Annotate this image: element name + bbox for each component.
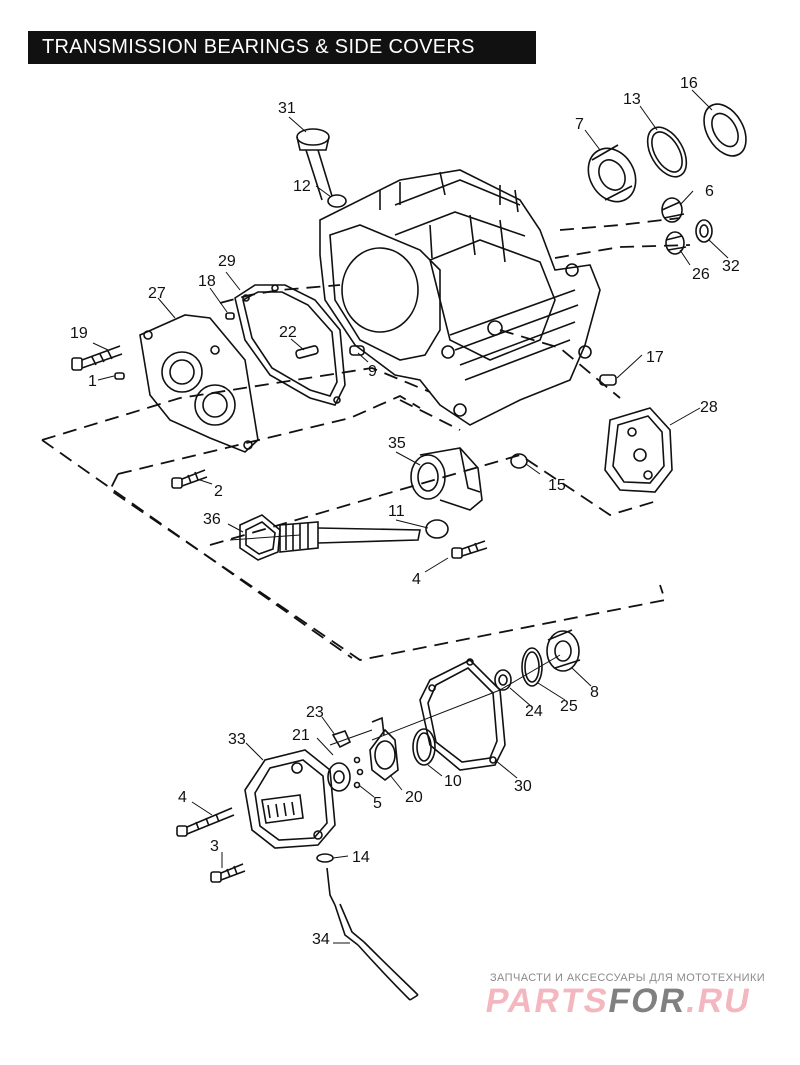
dowel-pin-9 <box>349 345 365 356</box>
watermark-logo-part3: .RU <box>683 982 755 1020</box>
bolt-4-upper <box>451 540 488 559</box>
retaining-ring-13 <box>646 126 688 178</box>
label-15: 15 <box>548 477 566 494</box>
fitting-23 <box>331 730 352 749</box>
label-10: 10 <box>444 773 462 790</box>
alignment-lines <box>229 534 561 746</box>
label-6: 6 <box>705 183 714 200</box>
label-26: 26 <box>692 266 710 283</box>
label-3: 3 <box>210 838 219 855</box>
watermark-tagline: ЗАПЧАСТИ И АКСЕССУАРЫ ДЛЯ МОТОТЕХНИКИ <box>490 972 766 984</box>
label-20: 20 <box>405 789 423 806</box>
label-14: 14 <box>352 849 370 866</box>
label-29: 29 <box>218 253 236 270</box>
watermark-logo-part2: FOR <box>605 982 690 1020</box>
label-2: 2 <box>214 483 223 500</box>
title-bar: TRANSMISSION BEARINGS & SIDE COVERS <box>28 31 536 64</box>
label-36: 36 <box>203 511 221 528</box>
label-34: 34 <box>312 931 330 948</box>
bearing-24 <box>494 669 512 691</box>
label-35: 35 <box>388 435 406 452</box>
retaining-ring-25 <box>521 647 543 687</box>
label-28: 28 <box>700 399 718 416</box>
label-31: 31 <box>278 100 296 117</box>
label-32: 32 <box>722 258 740 275</box>
bolt-19 <box>71 345 123 371</box>
page-title: TRANSMISSION BEARINGS & SIDE COVERS <box>42 36 475 58</box>
housing-35 <box>410 447 483 511</box>
left-gasket <box>234 284 346 406</box>
side-cover-33 <box>244 749 336 849</box>
retaining-ring-10 <box>412 728 436 766</box>
dowel-18 <box>225 312 235 320</box>
clutch-cable-34 <box>326 867 419 1001</box>
label-7: 7 <box>575 116 584 133</box>
label-25: 25 <box>560 698 578 715</box>
dowel-pin-22 <box>295 345 319 359</box>
bearing-26 <box>665 231 687 255</box>
bearing-7 <box>587 144 637 203</box>
o-ring-12 <box>327 194 347 208</box>
label-30: 30 <box>514 778 532 795</box>
label-13: 13 <box>623 91 641 108</box>
ramp-20 <box>369 716 399 782</box>
label-18: 18 <box>198 273 216 290</box>
gasket-30 <box>419 658 506 771</box>
gasket-28 <box>604 407 673 493</box>
seal-16 <box>703 103 747 157</box>
dowel-1 <box>114 372 125 380</box>
watermark-logo: PARTSFOR.RU <box>483 982 755 1021</box>
label-16: 16 <box>680 75 698 92</box>
leader-lines <box>92 89 729 944</box>
o-ring-14 <box>316 853 334 863</box>
part-labels: 31 12 13 16 7 6 26 32 29 18 27 19 1 22 9… <box>70 75 740 948</box>
bolt-3 <box>210 863 246 883</box>
bearing-6 <box>661 197 685 223</box>
vent-fitting-31 <box>296 128 333 201</box>
label-19: 19 <box>70 325 88 342</box>
label-5: 5 <box>373 795 382 812</box>
label-4-lower: 4 <box>178 789 187 806</box>
bolt-2 <box>171 469 208 489</box>
label-23: 23 <box>306 704 324 721</box>
label-17: 17 <box>646 349 664 366</box>
o-ring-15 <box>510 453 528 469</box>
label-4-upper: 4 <box>412 571 421 588</box>
label-21: 21 <box>292 727 310 744</box>
transmission-case <box>319 169 601 426</box>
label-1: 1 <box>88 373 97 390</box>
washer-21 <box>327 762 351 792</box>
balls-5 <box>353 756 364 789</box>
bearing-8 <box>546 629 581 672</box>
label-8: 8 <box>590 684 599 701</box>
left-bearing-cover <box>139 314 259 453</box>
label-27: 27 <box>148 285 166 302</box>
label-12: 12 <box>293 178 311 195</box>
label-24: 24 <box>525 703 543 720</box>
assembly-lines <box>41 217 691 661</box>
label-22: 22 <box>279 324 297 341</box>
label-11: 11 <box>388 503 405 520</box>
bolt-4-lower <box>176 807 235 837</box>
watermark-logo-part1: PARTS <box>482 982 613 1020</box>
dipstick-36 <box>239 514 421 561</box>
seal-32 <box>695 219 713 243</box>
o-ring-11 <box>425 519 449 539</box>
label-33: 33 <box>228 731 246 748</box>
dowel-17 <box>599 374 617 386</box>
label-9: 9 <box>368 363 377 380</box>
